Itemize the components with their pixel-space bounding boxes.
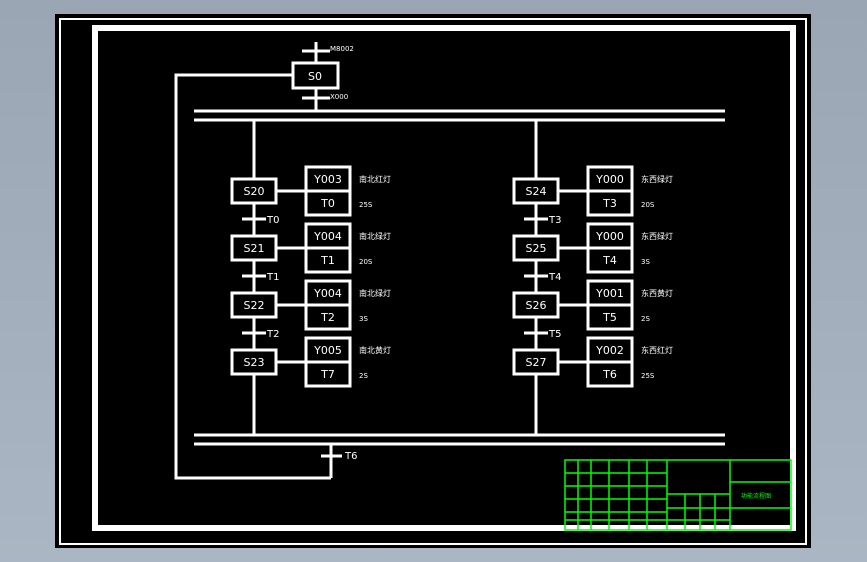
transition-label-t3: T3	[548, 215, 561, 226]
step-box-s27	[512, 348, 560, 376]
action-desc-s27: 东西红灯	[641, 345, 673, 355]
transition-label-t1: T1	[266, 272, 279, 283]
action-timer-s27: T6	[602, 368, 617, 381]
action-time-s24: 20S	[641, 201, 655, 209]
s0-input-label: M8002	[330, 45, 354, 53]
branch-north-south: S20Y003T0南北红灯25ST0S21Y004T1南北绿灯20ST1S22Y…	[230, 120, 391, 435]
action-output-s25: Y000	[595, 230, 624, 243]
action-output-s24: Y000	[595, 173, 624, 186]
action-timer-s24: T3	[602, 197, 617, 210]
action-desc-s26: 东西黄灯	[641, 288, 673, 298]
transition-label-t2: T2	[266, 329, 279, 340]
inner-border	[92, 25, 796, 531]
action-output-s27: Y002	[595, 344, 624, 357]
action-output-s23: Y005	[313, 344, 342, 357]
transition-label-t4: T4	[548, 272, 561, 283]
action-desc-s25: 东西绿灯	[641, 231, 673, 241]
action-time-s20: 25S	[359, 201, 373, 209]
action-time-s22: 3S	[359, 315, 368, 323]
step-label-s21: S21	[244, 242, 265, 255]
action-timer-s21: T1	[320, 254, 335, 267]
action-output-s21: Y004	[313, 230, 342, 243]
action-time-s23: 2S	[359, 372, 368, 380]
action-time-s25: 3S	[641, 258, 650, 266]
action-timer-s22: T2	[320, 311, 335, 324]
s0-exit-label: X000	[330, 93, 348, 101]
step-label-s23: S23	[244, 356, 265, 369]
step-label-s0: S0	[308, 70, 322, 83]
action-desc-s22: 南北绿灯	[359, 288, 391, 298]
outer-border	[59, 18, 807, 545]
action-output-s22: Y004	[313, 287, 342, 300]
action-output-s26: Y001	[595, 287, 624, 300]
title-block: 功能流程图	[564, 459, 792, 531]
action-desc-s23: 南北黄灯	[359, 345, 391, 355]
step-label-s26: S26	[526, 299, 547, 312]
action-desc-s20: 南北红灯	[359, 174, 391, 184]
step-box-s24	[512, 177, 560, 205]
action-desc-s21: 南北绿灯	[359, 231, 391, 241]
action-timer-s20: T0	[320, 197, 335, 210]
title-block-drawing-title: 功能流程图	[741, 492, 771, 500]
branch-east-west: S24Y000T3东西绿灯20ST3S25Y000T4东西绿灯3ST4S26Y0…	[512, 120, 673, 435]
action-time-s26: 2S	[641, 315, 650, 323]
final-transition-label: T6	[344, 451, 357, 462]
action-desc-s24: 东西绿灯	[641, 174, 673, 184]
action-time-s21: 20S	[359, 258, 373, 266]
step-label-s22: S22	[244, 299, 265, 312]
step-box-s21	[230, 234, 278, 262]
sfc-diagram: M8002 S0 X000 T6 S20Y003T0南北红灯25ST0S21Y0…	[59, 18, 807, 545]
step-label-s25: S25	[526, 242, 547, 255]
action-timer-s25: T4	[602, 254, 617, 267]
step-box-s22	[230, 291, 278, 319]
action-time-s27: 25S	[641, 372, 655, 380]
step-label-s20: S20	[244, 185, 265, 198]
step-label-s24: S24	[526, 185, 547, 198]
step-box-s20	[230, 177, 278, 205]
action-timer-s26: T5	[602, 311, 617, 324]
action-output-s20: Y003	[313, 173, 342, 186]
action-timer-s23: T7	[320, 368, 335, 381]
transition-label-t5: T5	[548, 329, 561, 340]
transition-label-t0: T0	[266, 215, 279, 226]
loop-back-line	[174, 73, 331, 480]
step-label-s27: S27	[526, 356, 547, 369]
